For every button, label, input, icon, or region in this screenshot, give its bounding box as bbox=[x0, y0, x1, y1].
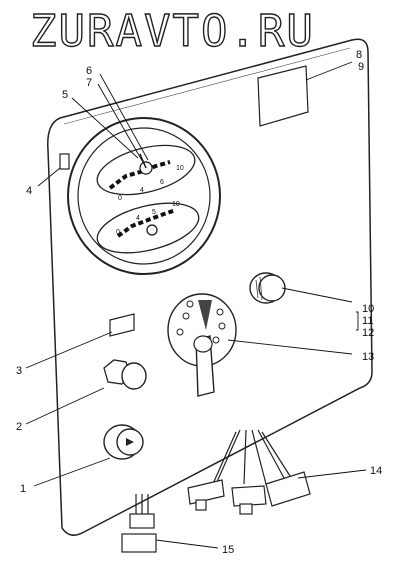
combination-gauge: 0 4 6 10 0 4 5 10 bbox=[67, 117, 221, 275]
rotary-selector bbox=[167, 293, 237, 397]
right-knob bbox=[249, 272, 286, 304]
callout-4: 4 bbox=[26, 185, 32, 197]
site-watermark: ZURAVTO.RU bbox=[29, 5, 315, 57]
callout-9: 9 bbox=[358, 61, 364, 73]
upper-scale-10: 10 bbox=[176, 165, 184, 172]
nut-knob bbox=[103, 359, 147, 390]
callout-3: 3 bbox=[16, 365, 22, 377]
lower-scale-4: 4 bbox=[136, 215, 140, 222]
callout-13: 13 bbox=[362, 351, 374, 363]
lower-scale-0: 0 bbox=[116, 229, 120, 236]
callout-12: 12 bbox=[362, 327, 374, 339]
upper-scale-0: 0 bbox=[118, 195, 122, 202]
callout-6: 6 bbox=[86, 65, 92, 77]
panel-edge-line bbox=[63, 47, 351, 125]
lower-knob bbox=[103, 424, 144, 460]
callout-15: 15 bbox=[222, 544, 234, 556]
leader-lines bbox=[25, 61, 367, 549]
callout-8: 8 bbox=[356, 49, 362, 61]
callout-10: 10 bbox=[362, 303, 374, 315]
indicator-lamp bbox=[59, 153, 70, 170]
callout-2: 2 bbox=[16, 421, 22, 433]
lower-needle-hub bbox=[146, 224, 158, 236]
callout-11: 11 bbox=[362, 315, 373, 327]
toggle-switch-plate bbox=[109, 313, 135, 337]
wire-harness-connectors bbox=[187, 429, 311, 515]
lower-scale-5: 5 bbox=[152, 209, 156, 216]
callout-7: 7 bbox=[86, 77, 92, 89]
upper-scale-6: 6 bbox=[160, 179, 164, 186]
label-plate bbox=[257, 65, 309, 127]
lower-scale-10: 10 bbox=[172, 201, 180, 208]
callout-14: 14 bbox=[370, 465, 382, 477]
callout-1: 1 bbox=[20, 483, 26, 495]
panel-board bbox=[47, 38, 373, 536]
lower-connector bbox=[121, 494, 157, 553]
upper-scale-4: 4 bbox=[140, 187, 144, 194]
callout-5: 5 bbox=[62, 89, 68, 101]
